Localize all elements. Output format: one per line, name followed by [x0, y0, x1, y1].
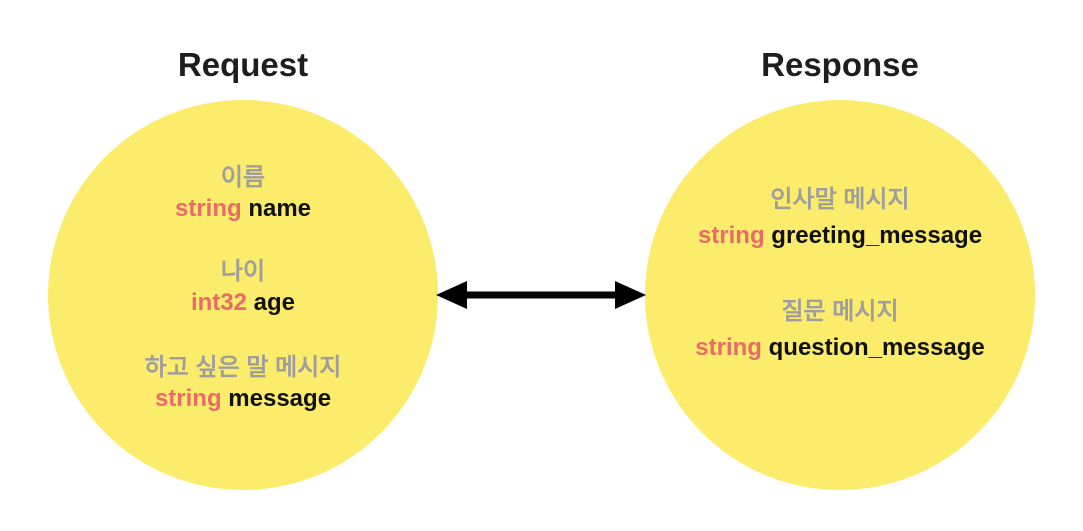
field-korean-label: 하고 싶은 말 메시지 [144, 354, 342, 381]
field-korean-label: 질문 메시지 [781, 298, 899, 325]
field-declaration: string greeting_message [645, 218, 1035, 254]
request-field-name: 이름 string name [48, 162, 438, 224]
field-declaration: string question_message [645, 330, 1035, 366]
request-field-age: 나이 int32 age [48, 256, 438, 318]
field-identifier: age [253, 289, 296, 316]
response-circle: 인사말 메시지 string greeting_message 질문 메시지 s… [645, 100, 1035, 490]
field-declaration: string name [48, 193, 438, 224]
field-korean-label: 이름 [220, 164, 266, 191]
field-identifier: name [248, 195, 312, 222]
field-korean-label: 나이 [220, 258, 266, 285]
field-type: string [154, 385, 222, 412]
response-field-question-message: 질문 메시지 string question_message [645, 294, 1035, 366]
field-identifier: message [228, 385, 332, 412]
field-type: string [174, 195, 242, 222]
field-identifier: question_message [768, 334, 985, 361]
double-arrow-icon [436, 275, 646, 315]
field-declaration: int32 age [48, 287, 438, 318]
response-field-greeting-message: 인사말 메시지 string greeting_message [645, 182, 1035, 254]
field-identifier: greeting_message [771, 222, 983, 249]
field-type: int32 [190, 289, 247, 316]
request-title: Request [177, 46, 309, 83]
response-title: Response [761, 46, 919, 83]
request-circle: 이름 string name 나이 int32 age 하고 싶은 말 메시지 … [48, 100, 438, 490]
field-korean-label: 인사말 메시지 [770, 186, 910, 213]
field-type: string [695, 334, 762, 361]
request-field-message: 하고 싶은 말 메시지 string message [48, 352, 438, 414]
field-declaration: string message [48, 383, 438, 414]
field-type: string [697, 222, 765, 249]
